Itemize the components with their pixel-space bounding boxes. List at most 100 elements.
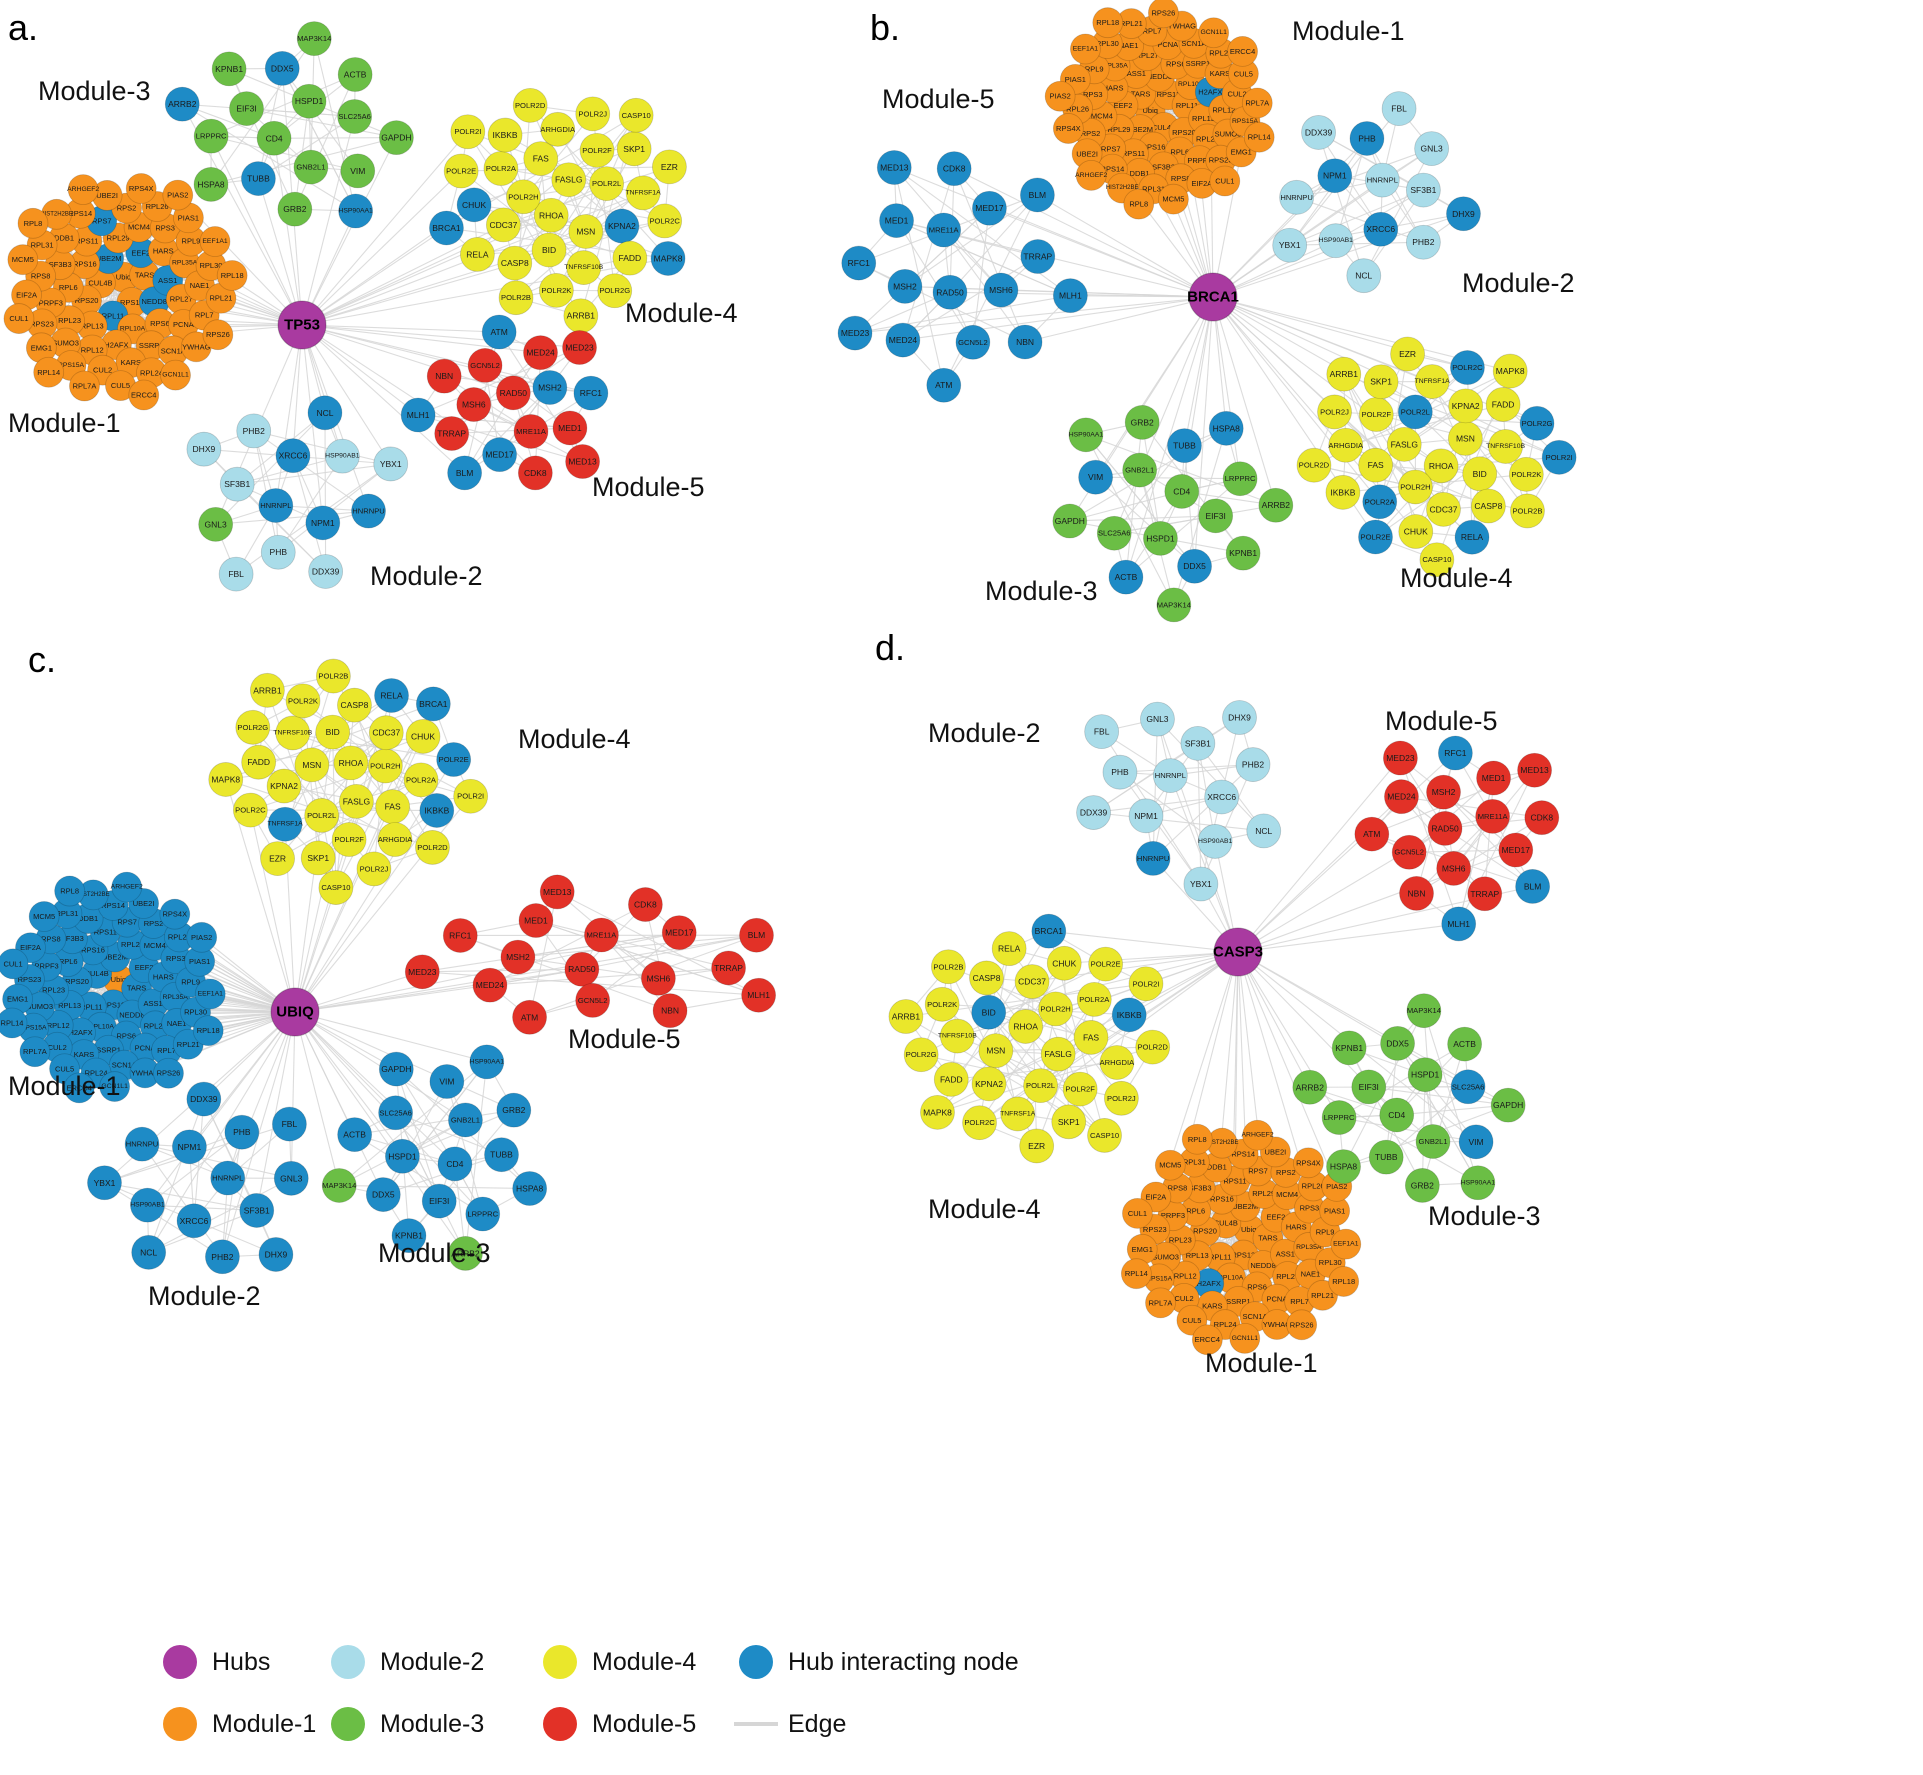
node-RAD50[interactable] [932,274,968,310]
node-GAPDH[interactable] [378,1051,414,1087]
node-CASP8[interactable] [337,687,372,723]
node-GRB2[interactable] [496,1092,532,1128]
node-DHX9[interactable] [1446,196,1481,232]
node-CHUK[interactable] [1046,945,1082,981]
node-TUBB[interactable] [241,161,276,197]
node-EEF1A1[interactable] [194,978,226,1010]
node-FADD[interactable] [612,240,648,276]
node-HSP90AB1[interactable] [1197,824,1233,859]
node-POLR2E[interactable] [443,153,479,189]
node-PHB2[interactable] [1405,224,1441,260]
node-MED24[interactable] [885,322,921,358]
node-DDX5[interactable] [1380,1025,1415,1061]
node-CDC37[interactable] [1014,964,1050,999]
node-FADD[interactable] [1485,387,1521,422]
node-YBX1[interactable] [1272,227,1308,263]
node-POLR2K[interactable] [1508,456,1544,492]
node-LRPPRC[interactable] [193,118,229,154]
node-TNFRSF10B[interactable] [566,250,602,285]
node-FBL[interactable] [218,556,254,592]
node-DHX9[interactable] [258,1237,294,1272]
node-GRB2[interactable] [1404,1168,1440,1203]
node-MED24[interactable] [523,335,558,371]
node-GNL3[interactable] [273,1160,309,1196]
node-ARRB1[interactable] [888,999,924,1034]
node-GNL3[interactable] [1414,131,1450,167]
node-FAS[interactable] [1073,1020,1109,1055]
node-HSP90AA1[interactable] [469,1044,505,1080]
node-TNFRSF10B[interactable] [275,715,311,751]
node-BRCA1[interactable] [429,210,464,246]
node-BRCA1[interactable] [415,686,451,722]
node-MLH1[interactable] [400,397,436,433]
node-CHUK[interactable] [405,719,441,754]
node-ARHGDIA[interactable] [540,111,576,147]
node-RPS4X[interactable] [1292,1147,1324,1179]
node-MED1[interactable] [879,203,914,238]
node-ARHGDIA[interactable] [1328,427,1364,463]
node-HNRNPL[interactable] [1364,162,1400,198]
node-MAPK8[interactable] [650,241,686,276]
node-POLR2C[interactable] [232,792,268,828]
node-DDX5[interactable] [1177,548,1212,584]
node-TRRAP[interactable] [711,950,746,986]
node-RPL14[interactable] [33,356,65,388]
node-MED23[interactable] [562,330,597,365]
node-PIAS2[interactable] [186,921,218,953]
node-RPL8[interactable] [1181,1123,1213,1155]
node-SKP1[interactable] [1051,1104,1087,1140]
node-FASLG[interactable] [339,783,374,819]
node-RPL14[interactable] [1243,121,1275,153]
node-MED23[interactable] [404,954,440,990]
node-GNL3[interactable] [198,506,234,542]
node-GAPDH[interactable] [1052,503,1088,539]
node-EIF3I[interactable] [421,1183,457,1219]
node-POLR2F[interactable] [579,132,615,168]
node-XRCC6[interactable] [1204,779,1240,815]
node-MED17[interactable] [972,190,1007,226]
node-NPM1[interactable] [305,505,341,541]
node-SKP1[interactable] [1363,364,1399,400]
node-ATM[interactable] [1354,816,1390,852]
node-YBX1[interactable] [87,1165,122,1201]
node-POLR2A[interactable] [1362,484,1398,520]
node-POLR2J[interactable] [1103,1080,1139,1116]
node-HNRNPL[interactable] [1152,758,1188,793]
node-PHB[interactable] [224,1114,260,1150]
node-MSH6[interactable] [456,387,492,422]
node-POLR2H[interactable] [1398,469,1433,505]
node-ATM[interactable] [926,367,962,403]
node-KPNB1[interactable] [1225,535,1261,571]
node-POLR2J[interactable] [575,96,611,132]
node-PHB2[interactable] [205,1239,240,1275]
node-MLH1[interactable] [1052,278,1088,314]
node-POLR2D[interactable] [1135,1029,1171,1065]
node-MSH2[interactable] [887,268,923,304]
node-GRB2[interactable] [277,191,313,227]
node-NCL[interactable] [1246,813,1282,849]
node-EIF3I[interactable] [1351,1069,1387,1105]
node-TNFRSF1A[interactable] [1414,364,1450,399]
node-MSN[interactable] [978,1033,1014,1069]
node-MAPK8[interactable] [920,1094,955,1130]
node-POLR2B[interactable] [931,949,966,985]
node-NPM1[interactable] [1317,158,1353,194]
node-POLR2D[interactable] [415,830,450,865]
node-POLR2L[interactable] [589,166,625,202]
node-PIAS2[interactable] [162,179,194,211]
node-POLR2B[interactable] [315,658,351,694]
node-BRCA1[interactable] [1031,913,1067,949]
node-POLR2B[interactable] [1510,493,1545,529]
node-ARHGEF2[interactable] [1075,159,1107,191]
node-ACTB[interactable] [1108,559,1144,595]
node-TUBB[interactable] [1368,1139,1404,1175]
node-CASP10[interactable] [318,870,354,905]
node-EZR[interactable] [260,841,295,876]
node-MED17[interactable] [482,437,517,473]
node-HSPA8[interactable] [193,167,229,202]
node-TNFRSF10B[interactable] [1488,429,1523,464]
node-RPL18[interactable] [1092,7,1124,39]
node-FAS[interactable] [1358,447,1394,483]
node-RPL21[interactable] [1307,1279,1338,1311]
node-IKBKB[interactable] [419,793,455,828]
